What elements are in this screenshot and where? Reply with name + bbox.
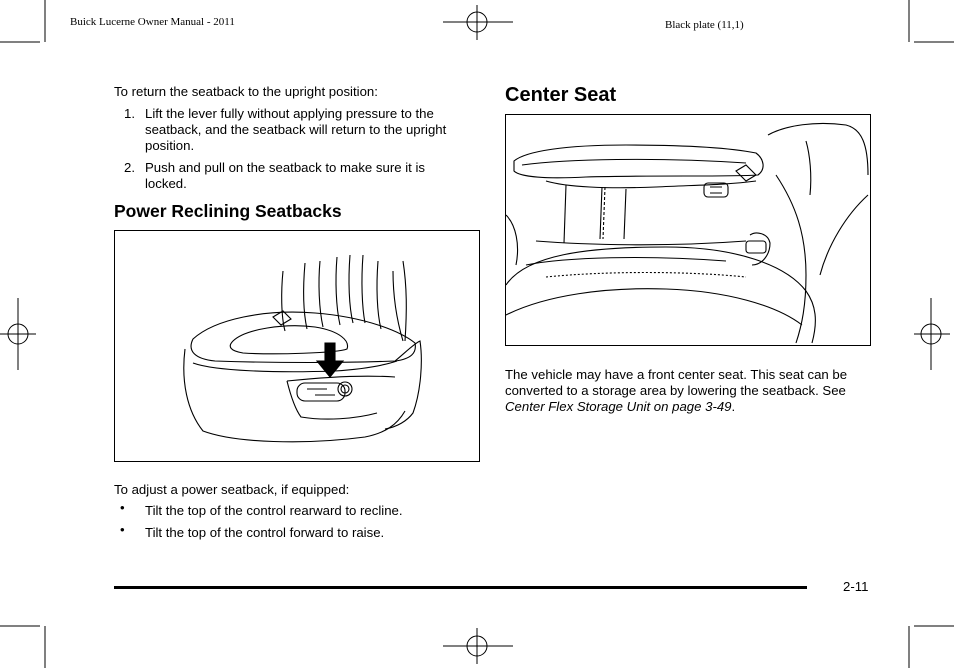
bullet-text: Tilt the top of the control forward to r…	[145, 525, 385, 540]
center-seat-illustration	[505, 114, 871, 346]
step-text: Push and pull on the seatback to make su…	[145, 160, 426, 191]
upright-intro: To return the seatback to the upright po…	[114, 84, 378, 99]
bullet-text: Tilt the top of the control rearward to …	[145, 503, 403, 518]
center-seat-description: The vehicle may have a front center seat…	[505, 367, 860, 415]
power-seat-illustration	[114, 230, 480, 462]
manual-title: Buick Lucerne Owner Manual - 2011	[70, 16, 235, 28]
step-number: 2.	[124, 160, 135, 175]
center-seat-heading: Center Seat	[505, 84, 617, 106]
plate-label: Black plate (11,1)	[665, 19, 744, 31]
list-item: • Tilt the top of the control forward to…	[120, 522, 465, 541]
center-flex-storage-link[interactable]: Center Flex Storage Unit on page 3-49	[505, 399, 732, 414]
adjust-bullets: • Tilt the top of the control rearward t…	[120, 500, 465, 547]
list-item: • Tilt the top of the control rearward t…	[120, 500, 465, 519]
description-text: The vehicle may have a front center seat…	[505, 367, 848, 398]
step-number: 1.	[124, 106, 135, 121]
upright-steps: 1. Lift the lever fully without applying…	[124, 106, 464, 198]
description-end: .	[731, 399, 736, 414]
page-number: 2-11	[843, 579, 869, 594]
list-item: 2. Push and pull on the seatback to make…	[124, 160, 464, 192]
list-item: 1. Lift the lever fully without applying…	[124, 106, 464, 154]
adjust-intro: To adjust a power seatback, if equipped:	[114, 482, 350, 497]
step-text: Lift the lever fully without applying pr…	[145, 106, 447, 153]
bullet-mark: •	[120, 500, 125, 515]
footer-rule	[114, 586, 807, 589]
power-reclining-heading: Power Reclining Seatbacks	[114, 201, 342, 221]
bullet-mark: •	[120, 522, 125, 537]
